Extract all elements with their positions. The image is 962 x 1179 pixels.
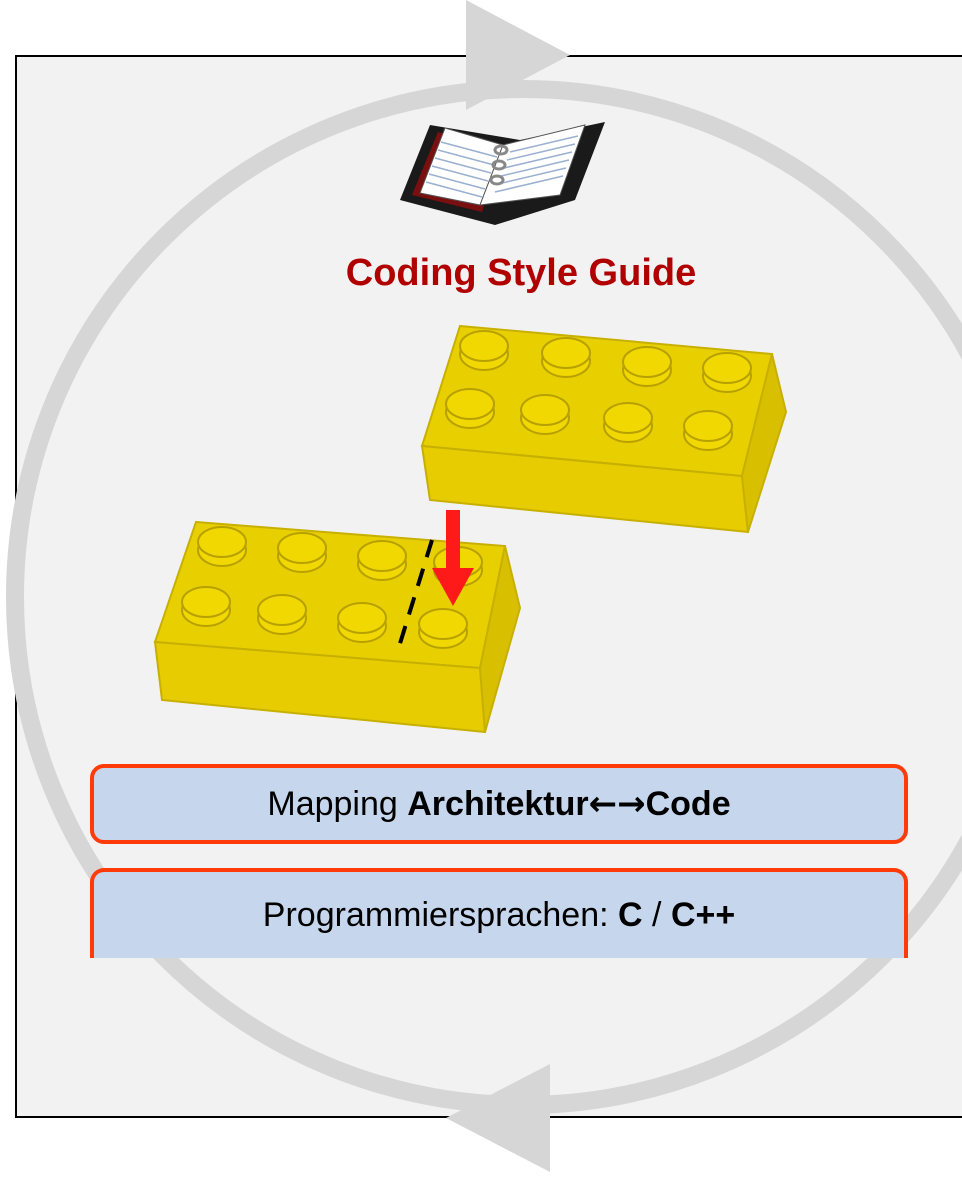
lego-stud-top [181,586,231,618]
lego-stud-top [197,526,247,558]
lego-stud-top [418,608,468,640]
cycle-arrowhead-bottom [446,1064,550,1172]
lego-stud-top [520,394,570,426]
cycle-ring [6,0,962,1172]
lego-stud-top [337,602,387,634]
lego-stud-top [357,540,407,572]
lego-stud-top [459,330,509,362]
language-cpp: C++ [670,895,736,934]
languages-prefix: Programmiersprachen: [262,895,619,934]
languages-box: Programmiersprachen: C / C++ [90,868,908,958]
mapping-right-term: Code [645,784,731,823]
lego-stud-top [702,352,752,384]
binder-book-icon [400,122,605,225]
cut-line [396,539,434,651]
bidirectional-arrow-icon: ←→ [588,784,646,824]
lego-brick-icon [153,520,522,734]
drop-arrow-icon [432,510,474,606]
lego-stud-top [277,532,327,564]
lego-brick-icon [420,324,788,534]
lego-stud-top [257,594,307,626]
guide-title: Coding Style Guide [345,252,697,294]
lego-stud-top [541,337,591,369]
language-c: C [618,895,643,934]
lego-stud-top [622,346,672,378]
lego-stud-top [445,388,495,420]
lego-stud-top [603,402,653,434]
lego-stud-top [683,410,733,442]
languages-separator: / [642,895,671,934]
mapping-prefix: Mapping [267,784,408,823]
mapping-box: Mapping Architektur ←→ Code [90,764,908,844]
cycle-arrowhead-top [466,0,570,110]
mapping-left-term: Architektur [407,784,589,823]
